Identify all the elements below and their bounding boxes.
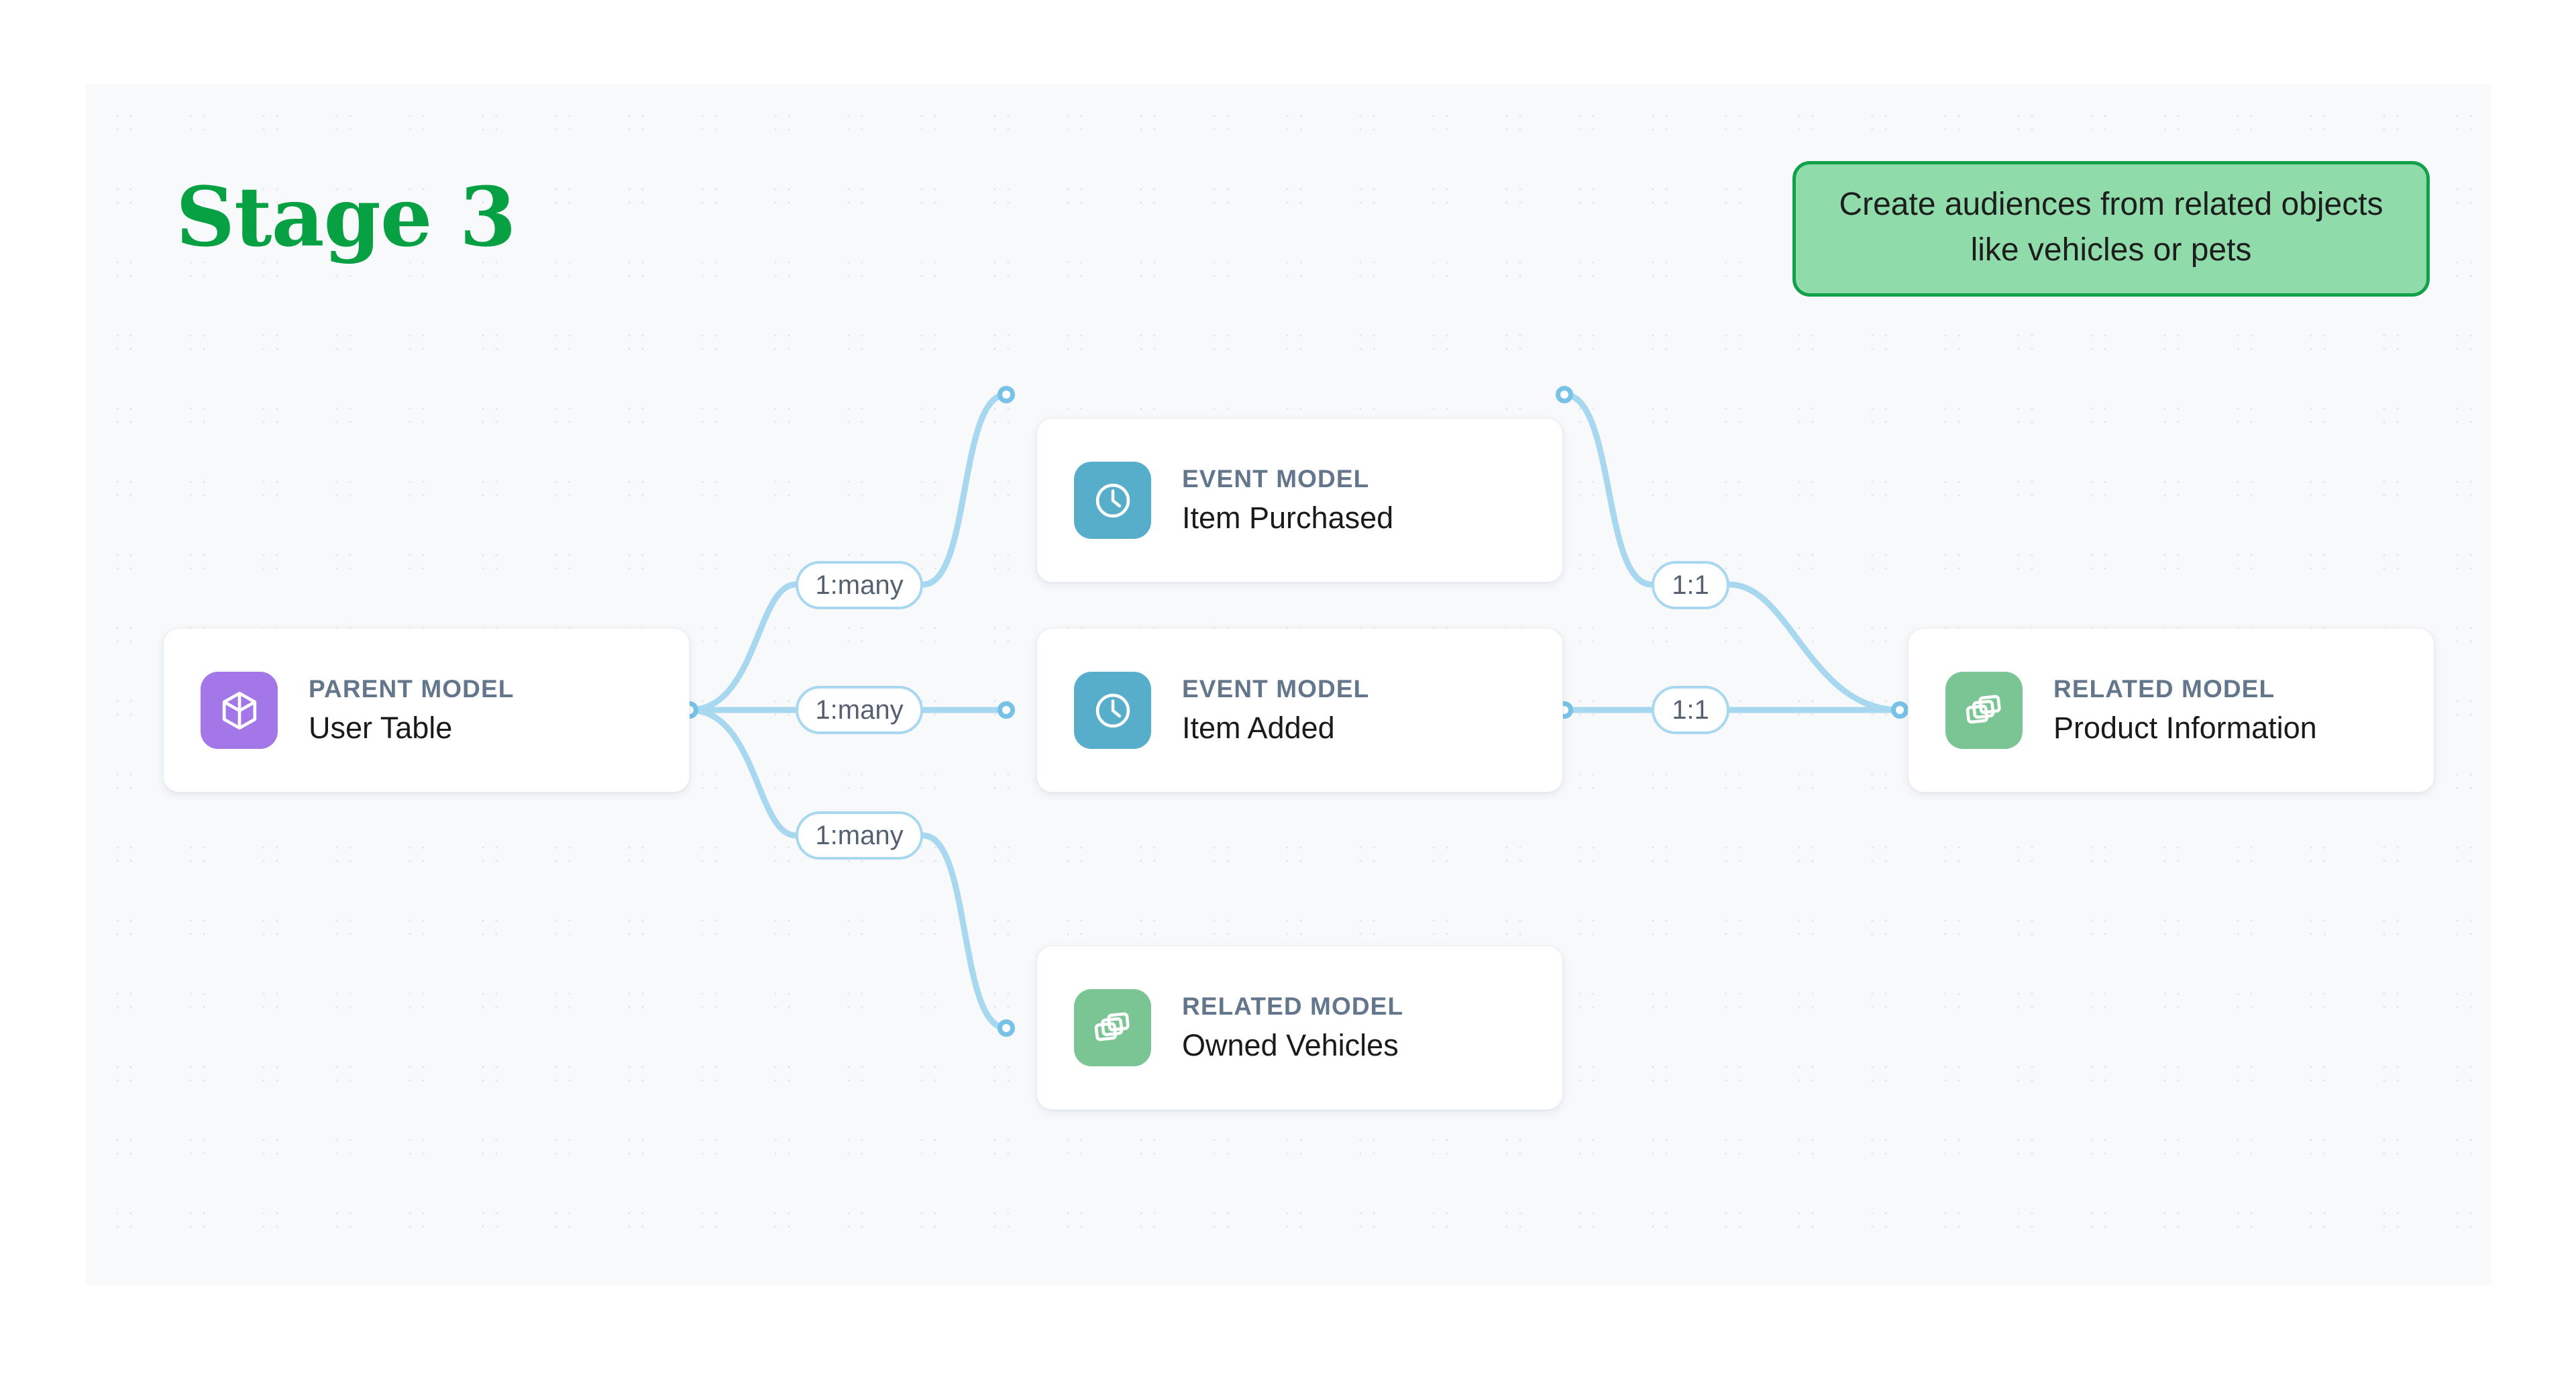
relation-label: 1:many <box>815 570 904 600</box>
clock-icon <box>1091 689 1134 732</box>
relation-label: 1:many <box>815 820 904 850</box>
edge-user-to-item-purchased-b <box>920 391 1010 588</box>
card-text-block: EVENT MODEL Item Added <box>1182 676 1369 744</box>
card-text-block: RELATED MODEL Product Information <box>2053 676 2317 744</box>
node-card-product-information[interactable]: RELATED MODEL Product Information <box>1908 628 2434 793</box>
port-item-purchased-right[interactable] <box>1556 386 1573 403</box>
edge-purchased-to-product-a <box>1561 391 1655 588</box>
edge-user-to-item-purchased-a <box>686 581 799 713</box>
port-product-information-left[interactable] <box>1891 701 1909 719</box>
relation-pill-user-item-added[interactable]: 1:many <box>796 686 923 734</box>
node-card-owned-vehicles[interactable]: RELATED MODEL Owned Vehicles <box>1036 946 1563 1110</box>
edge-user-to-owned-vehicles-a <box>686 707 799 839</box>
layers-icon <box>1092 1007 1134 1049</box>
cube-icon <box>217 689 262 733</box>
relation-label: 1:1 <box>1672 695 1709 725</box>
card-text-block: EVENT MODEL Item Purchased <box>1182 466 1393 534</box>
layers-icon <box>1964 690 2005 731</box>
card-text-block: RELATED MODEL Owned Vehicles <box>1182 993 1403 1062</box>
related-model-tile <box>1945 672 2023 749</box>
node-title: Product Information <box>2053 711 2317 746</box>
event-model-tile <box>1074 462 1151 539</box>
node-title: Owned Vehicles <box>1182 1028 1399 1063</box>
node-kicker: PARENT MODEL <box>309 675 515 703</box>
card-text-block: PARENT MODEL User Table <box>309 676 514 744</box>
callout-box: Create audiences from related objects li… <box>1792 161 2430 297</box>
node-title: Item Purchased <box>1182 501 1394 536</box>
related-model-tile <box>1074 989 1151 1066</box>
port-owned-vehicles-left[interactable] <box>998 1019 1015 1037</box>
edge-user-to-owned-vehicles-b <box>920 832 1010 1031</box>
node-kicker: RELATED MODEL <box>2053 675 2275 703</box>
port-item-added-left[interactable] <box>998 701 1015 719</box>
node-kicker: EVENT MODEL <box>1182 465 1370 493</box>
node-card-item-purchased[interactable]: EVENT MODEL Item Purchased <box>1036 418 1563 582</box>
relation-pill-user-item-purchased[interactable]: 1:many <box>796 561 923 609</box>
parent-model-tile <box>201 672 278 749</box>
relation-label: 1:many <box>815 695 904 725</box>
relation-label: 1:1 <box>1672 570 1709 600</box>
node-title: Item Added <box>1182 711 1335 746</box>
clock-icon <box>1091 479 1134 522</box>
callout-text: Create audiences from related objects li… <box>1839 187 2383 268</box>
port-item-purchased-left[interactable] <box>998 386 1015 403</box>
edge-purchased-to-product-b <box>1726 581 1903 713</box>
node-title: User Table <box>309 711 453 746</box>
node-kicker: EVENT MODEL <box>1182 675 1370 703</box>
relation-pill-purchased-product[interactable]: 1:1 <box>1652 561 1729 609</box>
event-model-tile <box>1074 672 1151 749</box>
node-card-item-added[interactable]: EVENT MODEL Item Added <box>1036 628 1563 793</box>
page-title: Stage 3 <box>176 168 517 265</box>
node-kicker: RELATED MODEL <box>1182 993 1404 1021</box>
node-card-user-table[interactable]: PARENT MODEL User Table <box>163 628 690 793</box>
relation-pill-user-owned-vehicles[interactable]: 1:many <box>796 811 923 860</box>
relation-pill-added-product[interactable]: 1:1 <box>1652 686 1729 734</box>
